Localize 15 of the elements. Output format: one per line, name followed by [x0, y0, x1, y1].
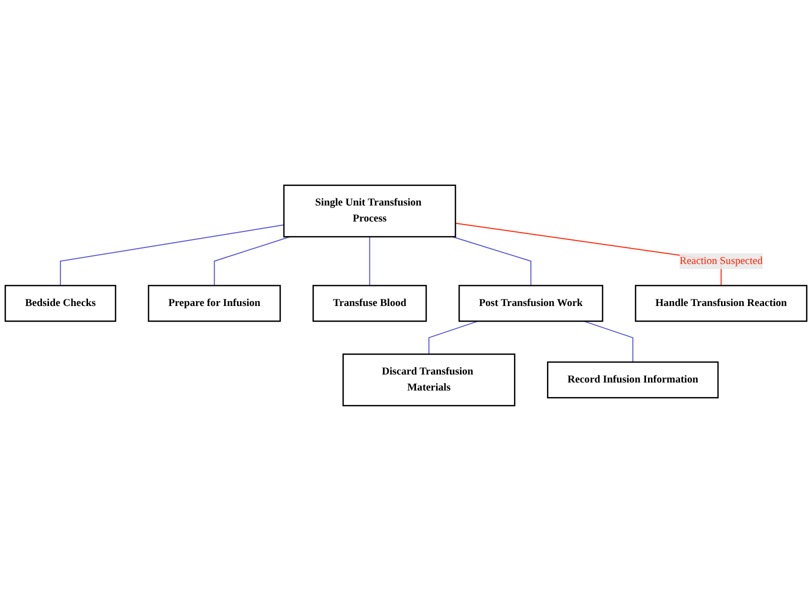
connector: [214, 236, 290, 286]
node-box: Prepare for Infusion: [148, 284, 281, 322]
connector: [60, 224, 284, 286]
edge-label: Reaction Suspected: [680, 255, 763, 266]
connector: [452, 236, 532, 286]
node-box: Transfuse Blood: [312, 284, 427, 322]
node-box: Record Infusion Information: [547, 361, 719, 398]
node-box: Post Transfusion Work: [458, 284, 604, 322]
node-box: Handle Transfusion Reaction: [634, 284, 808, 322]
node-box: Single Unit Transfusion Process: [283, 184, 456, 238]
connector: [369, 236, 370, 286]
node-box: Bedside Checks: [4, 284, 116, 322]
connector: [583, 320, 634, 363]
node-box: Discard Transfusion Materials: [342, 354, 516, 406]
connector: [428, 320, 478, 355]
